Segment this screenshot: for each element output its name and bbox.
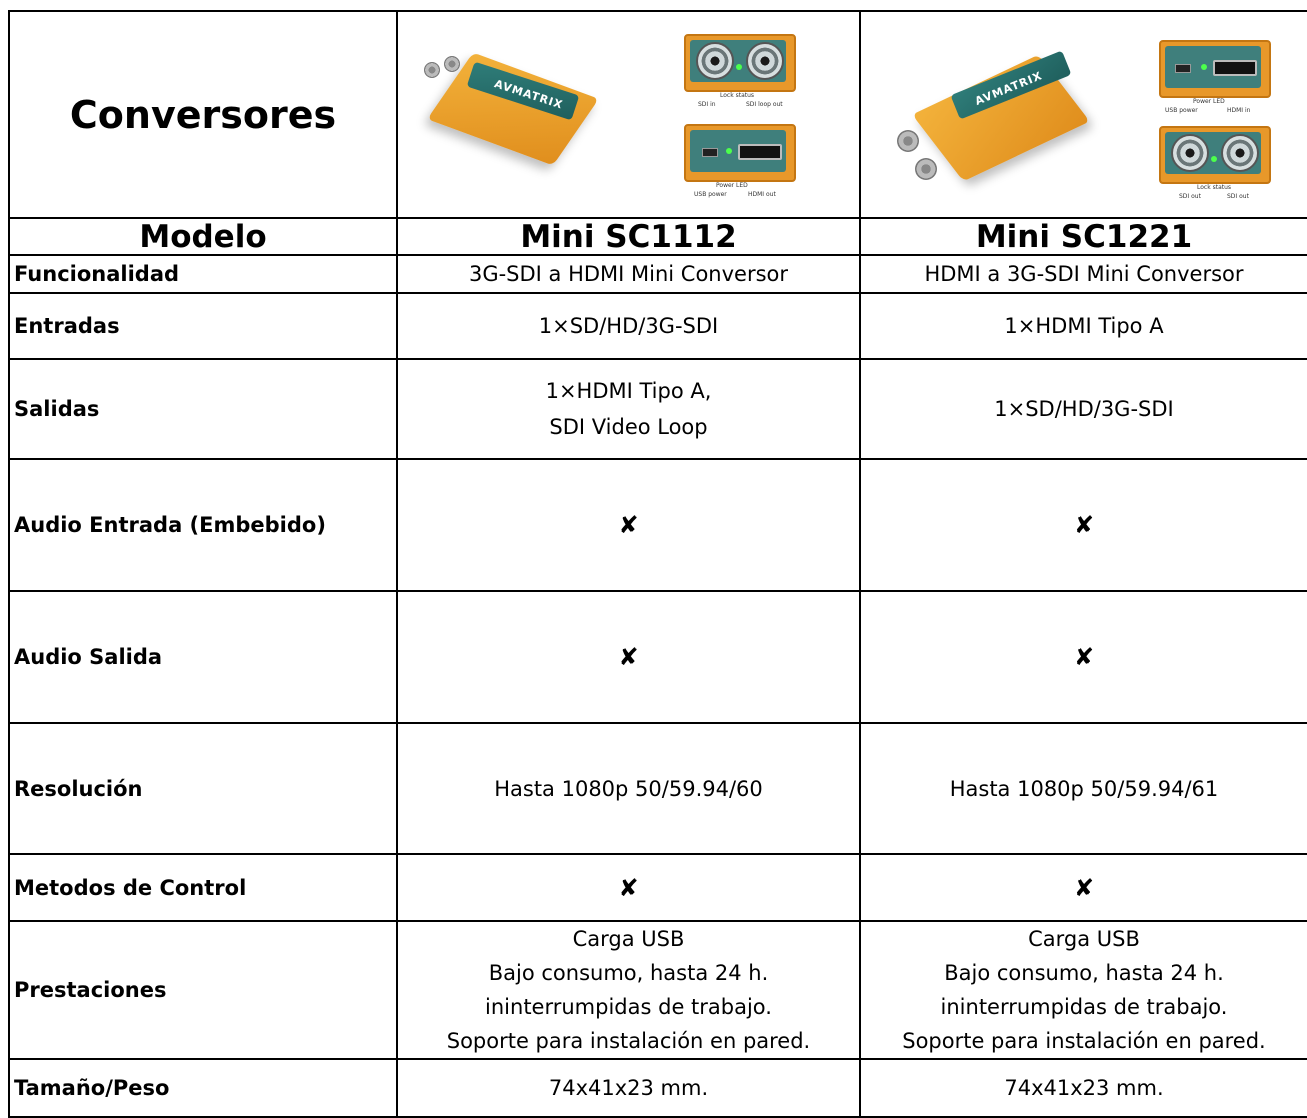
row-audio-salida: Audio Salida ✘ ✘ bbox=[8, 590, 1307, 724]
spec-comparison-table: Conversores AVMATRIX Lock status SDI in bbox=[8, 10, 1307, 1118]
cross-icon: ✘ bbox=[859, 853, 1307, 922]
cell-salidas-sc1112: 1×HDMI Tipo A, SDI Video Loop bbox=[396, 358, 861, 460]
cell-prestaciones-sc1112: Carga USB Bajo consumo, hasta 24 h. inin… bbox=[396, 920, 861, 1060]
header-row: Conversores AVMATRIX Lock status SDI in bbox=[8, 10, 1307, 219]
cross-icon: ✘ bbox=[859, 458, 1307, 592]
page-title: Conversores bbox=[8, 10, 398, 219]
bnc-connector-icon bbox=[746, 42, 784, 80]
cross-icon: ✘ bbox=[396, 458, 861, 592]
cell-tamano-peso-sc1221: 74x41x23 mm. bbox=[859, 1058, 1307, 1118]
row-metodos-control: Metodos de Control ✘ ✘ bbox=[8, 853, 1307, 922]
cell-entradas-sc1221: 1×HDMI Tipo A bbox=[859, 292, 1307, 360]
row-tamano-peso: Tamaño/Peso 74x41x23 mm. 74x41x23 mm. bbox=[8, 1058, 1307, 1118]
cell-tamano-peso-sc1112: 74x41x23 mm. bbox=[396, 1058, 861, 1118]
product-image-sc1112: AVMATRIX Lock status SDI in SDI loop out bbox=[396, 10, 861, 219]
row-salidas: Salidas 1×HDMI Tipo A, SDI Video Loop 1×… bbox=[8, 358, 1307, 460]
cell-resolucion-sc1112: Hasta 1080p 50/59.94/60 bbox=[396, 722, 861, 855]
model-label: Modelo bbox=[8, 217, 398, 256]
cross-icon: ✘ bbox=[396, 590, 861, 724]
bnc-connector-icon bbox=[696, 42, 734, 80]
model-row: Modelo Mini SC1112 Mini SC1221 bbox=[8, 217, 1307, 256]
model-name-sc1221: Mini SC1221 bbox=[859, 217, 1307, 256]
row-resolucion: Resolución Hasta 1080p 50/59.94/60 Hasta… bbox=[8, 722, 1307, 855]
hdmi-port-icon bbox=[1213, 60, 1257, 76]
lock-status-led-icon bbox=[736, 64, 742, 70]
row-label-resolucion: Resolución bbox=[8, 722, 398, 855]
row-funcionalidad: Funcionalidad 3G-SDI a HDMI Mini Convers… bbox=[8, 254, 1307, 294]
cell-resolucion-sc1221: Hasta 1080p 50/59.94/61 bbox=[859, 722, 1307, 855]
row-entradas: Entradas 1×SD/HD/3G-SDI 1×HDMI Tipo A bbox=[8, 292, 1307, 360]
row-label-audio-entrada: Audio Entrada (Embebido) bbox=[8, 458, 398, 592]
row-label-prestaciones: Prestaciones bbox=[8, 920, 398, 1060]
row-prestaciones: Prestaciones Carga USB Bajo consumo, has… bbox=[8, 920, 1307, 1060]
bnc-connector-icon bbox=[1221, 134, 1259, 172]
row-label-entradas: Entradas bbox=[8, 292, 398, 360]
bnc-connector-icon bbox=[1171, 134, 1209, 172]
hdmi-port-icon bbox=[738, 144, 782, 160]
row-audio-entrada: Audio Entrada (Embebido) ✘ ✘ bbox=[8, 458, 1307, 592]
power-led-icon bbox=[726, 148, 732, 154]
row-label-funcionalidad: Funcionalidad bbox=[8, 254, 398, 294]
cell-prestaciones-sc1221: Carga USB Bajo consumo, hasta 24 h. inin… bbox=[859, 920, 1307, 1060]
product-image-sc1221: AVMATRIX Power LED USB power HDMI in bbox=[859, 10, 1307, 219]
cross-icon: ✘ bbox=[859, 590, 1307, 724]
cell-funcionalidad-sc1221: HDMI a 3G-SDI Mini Conversor bbox=[859, 254, 1307, 294]
row-label-salidas: Salidas bbox=[8, 358, 398, 460]
power-led-icon bbox=[1201, 64, 1207, 70]
cell-salidas-sc1221: 1×SD/HD/3G-SDI bbox=[859, 358, 1307, 460]
usb-port-icon bbox=[1175, 64, 1191, 73]
lock-status-led-icon bbox=[1211, 156, 1217, 162]
row-label-audio-salida: Audio Salida bbox=[8, 590, 398, 724]
cell-funcionalidad-sc1112: 3G-SDI a HDMI Mini Conversor bbox=[396, 254, 861, 294]
cross-icon: ✘ bbox=[396, 853, 861, 922]
usb-port-icon bbox=[702, 148, 718, 157]
row-label-tamano-peso: Tamaño/Peso bbox=[8, 1058, 398, 1118]
model-name-sc1112: Mini SC1112 bbox=[396, 217, 861, 256]
row-label-metodos-control: Metodos de Control bbox=[8, 853, 398, 922]
cell-entradas-sc1112: 1×SD/HD/3G-SDI bbox=[396, 292, 861, 360]
